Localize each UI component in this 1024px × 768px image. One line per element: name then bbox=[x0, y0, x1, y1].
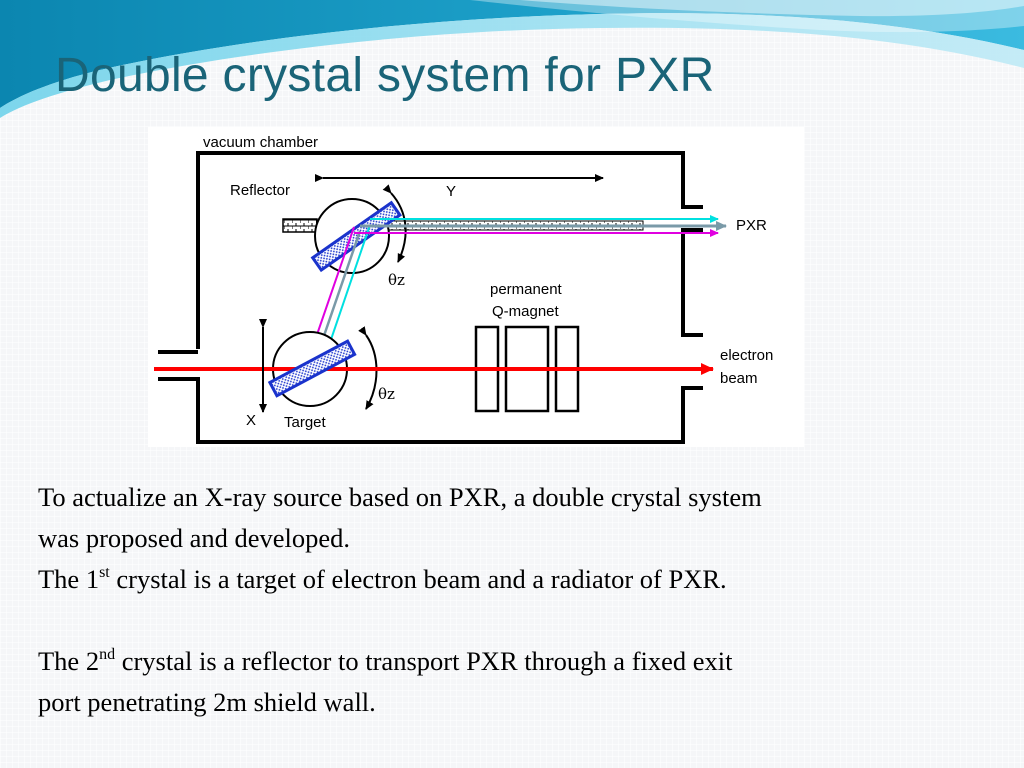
target-label: Target bbox=[284, 414, 327, 431]
x-axis-label: X bbox=[246, 412, 256, 429]
q-magnet-label: Q-magnet bbox=[492, 303, 560, 320]
slide-title: Double crystal system for PXR bbox=[55, 49, 715, 102]
vacuum-chamber-label: vacuum chamber bbox=[203, 134, 318, 151]
reflector-theta-label: θz bbox=[388, 271, 405, 289]
second-crystal-pre: The 2 bbox=[38, 646, 100, 676]
second-crystal-line-2: port penetrating 2m shield wall. bbox=[38, 687, 376, 717]
first-crystal-pre: The 1 bbox=[38, 564, 100, 594]
paragraph-first-crystal: The 1st crystal is a target of electron … bbox=[38, 559, 998, 600]
header-wave-decoration bbox=[0, 0, 1024, 119]
intro-line-1: To actualize an X-ray source based on PX… bbox=[38, 482, 762, 512]
y-axis-label: Y bbox=[446, 183, 456, 200]
target-rotation-arrow bbox=[358, 326, 378, 410]
target-crystal bbox=[267, 339, 357, 398]
electron-label: electron bbox=[720, 347, 773, 364]
body-text: To actualize an X-ray source based on PX… bbox=[38, 477, 998, 723]
first-crystal-post: crystal is a target of electron beam and… bbox=[109, 564, 727, 594]
paragraph-intro: To actualize an X-ray source based on PX… bbox=[38, 477, 998, 559]
reflector-label: Reflector bbox=[230, 182, 290, 199]
pxr-label: PXR bbox=[736, 217, 767, 234]
paragraph-second-crystal: The 2nd crystal is a reflector to transp… bbox=[38, 641, 998, 723]
first-crystal-sup: st bbox=[99, 564, 110, 582]
target-theta-label: θz bbox=[378, 385, 395, 403]
intro-line-2: was proposed and developed. bbox=[38, 523, 351, 553]
beam-label: beam bbox=[720, 370, 758, 387]
second-crystal-post: crystal is a reflector to transport PXR … bbox=[115, 646, 733, 676]
second-crystal-sup: nd bbox=[99, 646, 116, 664]
double-crystal-diagram: vacuum chamber Y Reflector θz PXR perman… bbox=[148, 127, 804, 447]
vacuum-chamber-outline bbox=[196, 151, 703, 444]
beam-entrance-port bbox=[158, 350, 198, 381]
permanent-label: permanent bbox=[490, 281, 563, 298]
reflector-holder bbox=[282, 218, 318, 233]
